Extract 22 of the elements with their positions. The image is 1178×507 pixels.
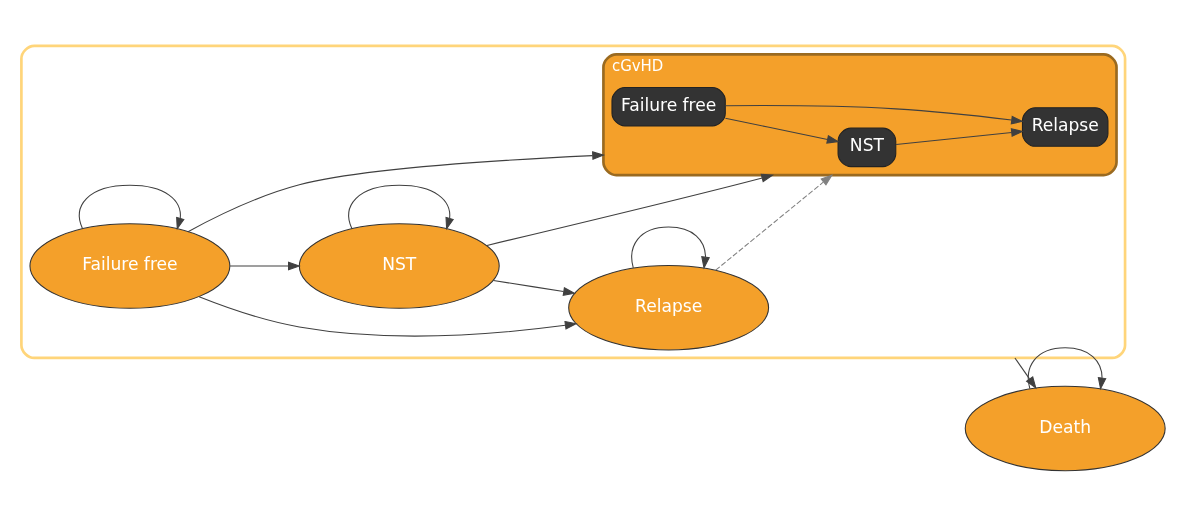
node-box: NST [837, 127, 897, 167]
node-ellipse: Death [964, 385, 1166, 471]
arrow [895, 127, 1024, 145]
arrow [1014, 356, 1037, 389]
arrow [492, 279, 576, 296]
arrow [724, 104, 1024, 124]
arrow [1027, 346, 1107, 390]
arrow [229, 261, 301, 271]
cluster [20, 44, 1127, 359]
arrow [486, 173, 775, 246]
node-box: Relapse [1021, 106, 1109, 147]
node-box: Failure free [611, 86, 726, 127]
arrow [724, 117, 840, 144]
node-ellipse: Failure free [29, 222, 231, 309]
node-ellipse: Relapse [568, 264, 770, 350]
node-ellipse: NST [298, 222, 500, 309]
arrow [715, 173, 834, 271]
arrow [78, 184, 185, 230]
arrow [187, 150, 606, 232]
arrow [198, 295, 578, 336]
arrow [348, 184, 455, 230]
arrow [631, 225, 710, 269]
